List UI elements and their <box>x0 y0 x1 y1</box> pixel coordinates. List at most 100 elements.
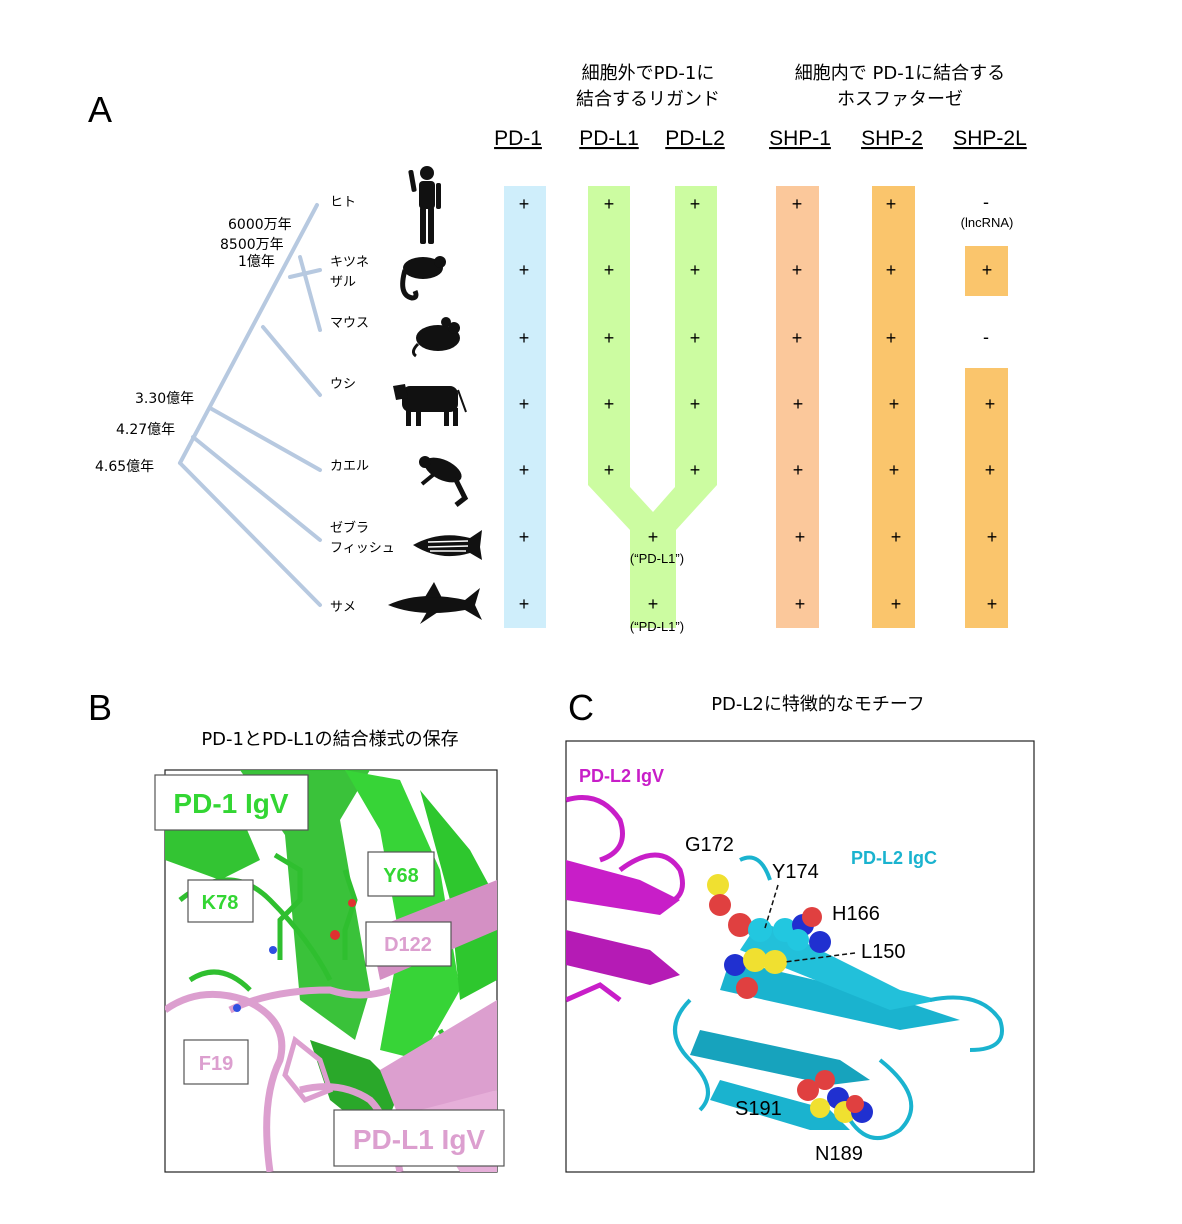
species-label-lemur-1: キツネ <box>330 255 369 270</box>
cell-shp2-frog: + <box>889 460 900 480</box>
species-label-shark: サメ <box>330 600 356 615</box>
label-box-pdl1-igv: PD-L1 IgV <box>333 1109 505 1167</box>
cell-ligand-zebrafish: + <box>648 527 659 547</box>
label-box-y68: Y68 <box>367 851 435 897</box>
phosphatase-header-line2: ホスファターゼ <box>837 89 963 110</box>
leader-line-l150 <box>784 952 856 963</box>
cell-shp1-frog: + <box>793 460 804 480</box>
label-pdl2-igc: PD-L2 IgC <box>851 848 937 868</box>
label-l150: L150 <box>861 941 906 963</box>
pd1-cells: + + + + + + + <box>519 194 530 614</box>
pdl2-structure-render <box>566 795 1004 1140</box>
species-label-cow: ウシ <box>330 377 356 392</box>
species-label-zebrafish-1: ゼブラ <box>330 520 369 536</box>
label-g172: G172 <box>685 834 734 856</box>
cell-pd1-frog: + <box>519 460 530 480</box>
cell-pdl2-frog: + <box>690 460 701 480</box>
cell-shp2l-mouse: - <box>983 327 989 347</box>
ligand-header-line1: 細胞外でPD-1に <box>582 63 715 84</box>
divergence-time-100m: 1億年 <box>238 254 275 270</box>
phylogenetic-tree <box>178 203 322 607</box>
label-y68: Y68 <box>383 865 419 887</box>
label-pd1-igv: PD-1 IgV <box>173 788 288 819</box>
cell-pd1-cow: + <box>519 394 530 414</box>
cell-shp1-shark: + <box>795 594 806 614</box>
label-f19: F19 <box>199 1053 233 1075</box>
label-box-k78: K78 <box>187 879 254 923</box>
label-box-d122: D122 <box>365 921 452 967</box>
cell-pd1-zebrafish: + <box>519 527 530 547</box>
cell-shp2l-frog: + <box>985 460 996 480</box>
divergence-time-60m: 6000万年 <box>228 217 292 233</box>
shp2-cells: + + + + + + + <box>886 194 902 614</box>
cell-pdl1-mouse: + <box>604 328 615 348</box>
ligand-header-line2: 結合するリガンド <box>576 89 720 110</box>
cell-pdl2-mouse: + <box>690 328 701 348</box>
cell-ligand-shark: + <box>648 594 659 614</box>
cell-shp2-cow: + <box>889 394 900 414</box>
cell-shp1-mouse: + <box>792 328 803 348</box>
cell-shp2l-lemur: + <box>982 260 993 280</box>
label-k78: K78 <box>202 892 239 914</box>
label-n189: N189 <box>815 1143 863 1165</box>
species-label-human: ヒト <box>330 195 356 210</box>
column-header-pdl2: PD-L2 <box>665 127 725 150</box>
human-silhouette-icon <box>408 166 441 244</box>
cell-pdl1-frog: + <box>604 460 615 480</box>
cell-shp1-human: + <box>792 194 803 214</box>
merged-ligand-cells: + (“PD-L1”) + (“PD-L1”) <box>630 527 684 634</box>
column-header-pdl1: PD-L1 <box>579 127 639 150</box>
shp2l-band-lower <box>965 368 1008 628</box>
cell-shp2l-cow: + <box>985 394 996 414</box>
cell-shp2l-human: - <box>983 192 989 212</box>
cell-shp2-mouse: + <box>886 328 897 348</box>
ligand-y-band <box>588 186 717 628</box>
species-label-lemur-2: ザル <box>330 275 356 290</box>
cell-shp1-cow: + <box>793 394 804 414</box>
cell-pdl1-human: + <box>604 194 615 214</box>
shark-silhouette-icon <box>388 582 482 624</box>
divergence-time-465m: 4.65億年 <box>95 459 154 475</box>
pdl1-cells: + + + + + <box>604 194 615 480</box>
cell-shp1-lemur: + <box>792 260 803 280</box>
panel-b-title: PD-1とPD-L1の結合様式の保存 <box>201 729 458 750</box>
label-pdl1-igv: PD-L1 IgV <box>353 1124 486 1155</box>
species-label-frog: カエル <box>330 459 369 474</box>
column-header-pd1: PD-1 <box>494 127 542 150</box>
cell-pdl1-lemur: + <box>604 260 615 280</box>
cell-pd1-shark: + <box>519 594 530 614</box>
zebrafish-silhouette-icon <box>413 530 482 560</box>
shp1-cells: + + + + + + + <box>792 194 806 614</box>
column-header-shp2l: SHP-2L <box>953 127 1027 150</box>
cell-shp2-shark: + <box>891 594 902 614</box>
label-s191: S191 <box>735 1098 782 1120</box>
cell-shp2-zebrafish: + <box>891 527 902 547</box>
label-pdl2-igv: PD-L2 IgV <box>579 766 664 786</box>
label-y174: Y174 <box>772 861 819 883</box>
phosphatase-header-line1: 細胞内で PD-1に結合する <box>795 63 1005 84</box>
label-box-f19: F19 <box>183 1039 249 1085</box>
cell-pd1-lemur: + <box>519 260 530 280</box>
mouse-silhouette-icon <box>411 317 460 358</box>
panel-b-letter: B <box>88 687 112 728</box>
cell-shp2l-shark: + <box>987 594 998 614</box>
label-box-pd1-igv: PD-1 IgV <box>154 774 309 831</box>
note-shp2l-human: (lncRNA) <box>961 215 1014 230</box>
label-d122: D122 <box>384 934 432 956</box>
cell-pdl2-lemur: + <box>690 260 701 280</box>
column-header-shp1: SHP-1 <box>769 127 831 150</box>
label-h166: H166 <box>832 903 880 925</box>
panel-a-letter: A <box>88 89 112 130</box>
cow-silhouette-icon <box>393 384 467 426</box>
species-label-zebrafish-2: フィッシュ <box>330 541 395 556</box>
column-header-shp2: SHP-2 <box>861 127 923 150</box>
cell-pd1-mouse: + <box>519 328 530 348</box>
shp1-band <box>776 186 819 628</box>
divergence-time-85m: 8500万年 <box>220 237 284 253</box>
frog-silhouette-icon <box>419 456 469 507</box>
panel-c-title: PD-L2に特徴的なモチーフ <box>711 694 925 715</box>
cell-pdl1-cow: + <box>604 394 615 414</box>
cell-pd1-human: + <box>519 194 530 214</box>
note-ligand-shark: (“PD-L1”) <box>630 619 684 634</box>
